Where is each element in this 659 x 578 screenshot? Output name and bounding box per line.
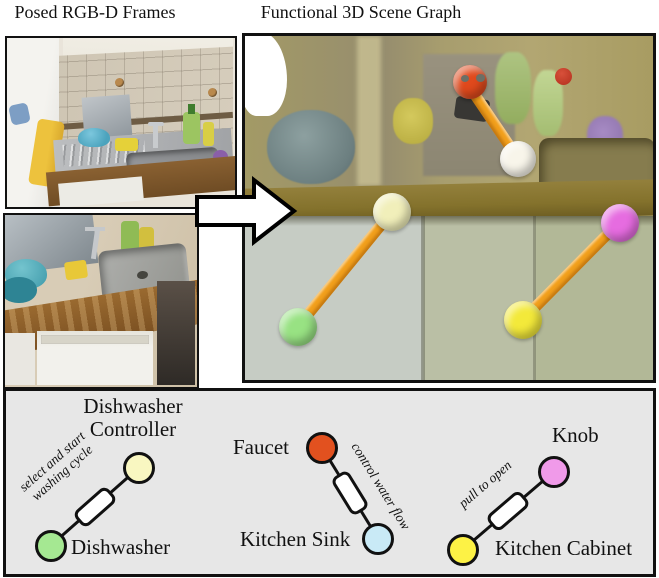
green-spray-bottle <box>183 112 200 144</box>
pointcloud-green-bottle <box>495 52 531 124</box>
faucet-node-spot <box>461 75 469 82</box>
legend-label-kitchen-cabinet: Kitchen Cabinet <box>495 536 633 560</box>
transform-arrow-icon <box>195 176 298 246</box>
legend-label-dishwasher: Dishwasher <box>71 535 171 559</box>
legend-node-dishwasher-controller <box>123 452 155 484</box>
pointcloud-teal-bowl <box>267 110 355 184</box>
scene-node-dishwasher-controller <box>373 193 411 231</box>
counter-shadow <box>245 216 653 226</box>
functional-3d-scene-graph-view <box>242 33 656 383</box>
scene-node-faucet <box>453 65 487 99</box>
teal-bowl <box>78 128 110 147</box>
hanging-blue-cloth <box>8 102 31 126</box>
pointcloud-yellow-object <box>393 98 433 144</box>
pointcloud-red-object <box>555 68 572 85</box>
cabinet-seam <box>421 216 425 380</box>
teal-bowl <box>5 277 37 303</box>
spray-bottle-cap <box>188 104 195 114</box>
legend-node-dishwasher <box>35 530 67 562</box>
legend-label-dishwasher-controller: Dishwasher Controller <box>83 394 183 441</box>
right-column-title: Functional 3D Scene Graph <box>260 2 462 22</box>
scene-node-knob <box>601 204 639 242</box>
dishwasher-panel <box>41 335 149 344</box>
legend-node-faucet <box>306 432 338 464</box>
lower-cabinet <box>5 333 35 385</box>
rgbd-frame-photo-2 <box>3 213 199 389</box>
legend-node-kitchen-cabinet <box>447 534 479 566</box>
faucet-shape <box>153 124 158 148</box>
legend-node-kitchen-sink <box>362 523 394 555</box>
faucet-node-spot <box>476 74 485 82</box>
legend-label-knob: Knob <box>552 423 599 447</box>
scene-node-dishwasher <box>279 308 317 346</box>
cabinet-knob <box>208 88 217 97</box>
faucet-shape <box>148 122 164 126</box>
faucet-shape <box>85 227 105 231</box>
cabinet-knob <box>115 78 124 87</box>
dark-oven <box>157 281 195 385</box>
cabinet-seam <box>533 216 536 380</box>
rgbd-frame-photo-1 <box>5 36 237 209</box>
yellow-sponge <box>115 138 138 151</box>
legend-label-faucet: Faucet <box>233 435 289 459</box>
pointcloud-light-column <box>357 36 381 186</box>
yellow-bottle <box>203 122 214 146</box>
scene-node-kitchen-sink <box>500 141 536 177</box>
yellow-sponge <box>63 259 89 281</box>
legend-node-knob <box>538 456 570 488</box>
legend-label-kitchen-sink: Kitchen Sink <box>240 527 351 551</box>
left-column-title: Posed RGB-D Frames <box>14 2 176 22</box>
pointcloud-hole <box>245 36 287 116</box>
scene-node-kitchen-cabinet <box>504 301 542 339</box>
